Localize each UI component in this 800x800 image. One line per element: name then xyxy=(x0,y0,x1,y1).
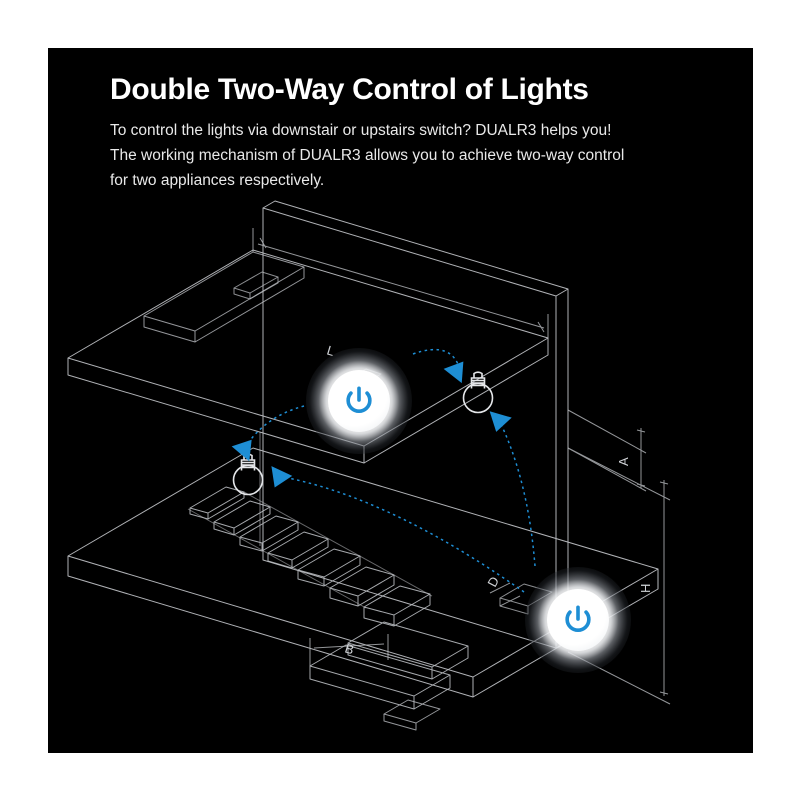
dimension-label-H: H xyxy=(638,584,653,593)
body-line-2: The working mechanism of DUALR3 allows y… xyxy=(110,146,625,164)
power-icon xyxy=(565,605,591,632)
lower-floor-switch[interactable] xyxy=(525,567,631,673)
arrowhead-lower-bulb-a xyxy=(231,439,252,462)
upper-floor-bulb xyxy=(462,371,494,414)
body-line-1: To control the lights via downstair or u… xyxy=(110,121,612,139)
dimension-lines xyxy=(252,228,671,705)
dimension-label-D: D xyxy=(484,574,502,589)
lower-floor-bulb xyxy=(232,453,264,496)
page-title: Double Two-Way Control of Lights xyxy=(110,73,589,106)
power-icon xyxy=(346,386,372,413)
upper-floor-switch[interactable] xyxy=(306,348,412,454)
arrowhead-upper-bulb-b xyxy=(489,411,512,432)
link-lower-switch-to-upper-bulb xyxy=(497,417,536,567)
signal-links xyxy=(245,348,536,593)
text-block: Double Two-Way Control of Lights To cont… xyxy=(110,73,710,193)
arrowhead-lower-bulb-b xyxy=(271,466,293,488)
dimension-label-A: A xyxy=(616,457,631,466)
link-upper-switch-to-lower-bulb xyxy=(245,405,305,447)
link-lower-switch-to-lower-bulb xyxy=(277,475,525,593)
light-bulb-icon xyxy=(232,453,264,496)
dimension-label-B: B xyxy=(343,641,356,658)
light-bulb-icon xyxy=(462,371,494,414)
body-line-3: for two appliances respectively. xyxy=(110,171,325,189)
signal-arrowheads xyxy=(231,361,512,488)
product-image-panel: L A H B D xyxy=(48,48,753,753)
arrowhead-upper-bulb-a xyxy=(443,361,464,384)
dimension-label-L: L xyxy=(325,343,336,359)
link-upper-switch-to-upper-bulb xyxy=(412,348,461,371)
